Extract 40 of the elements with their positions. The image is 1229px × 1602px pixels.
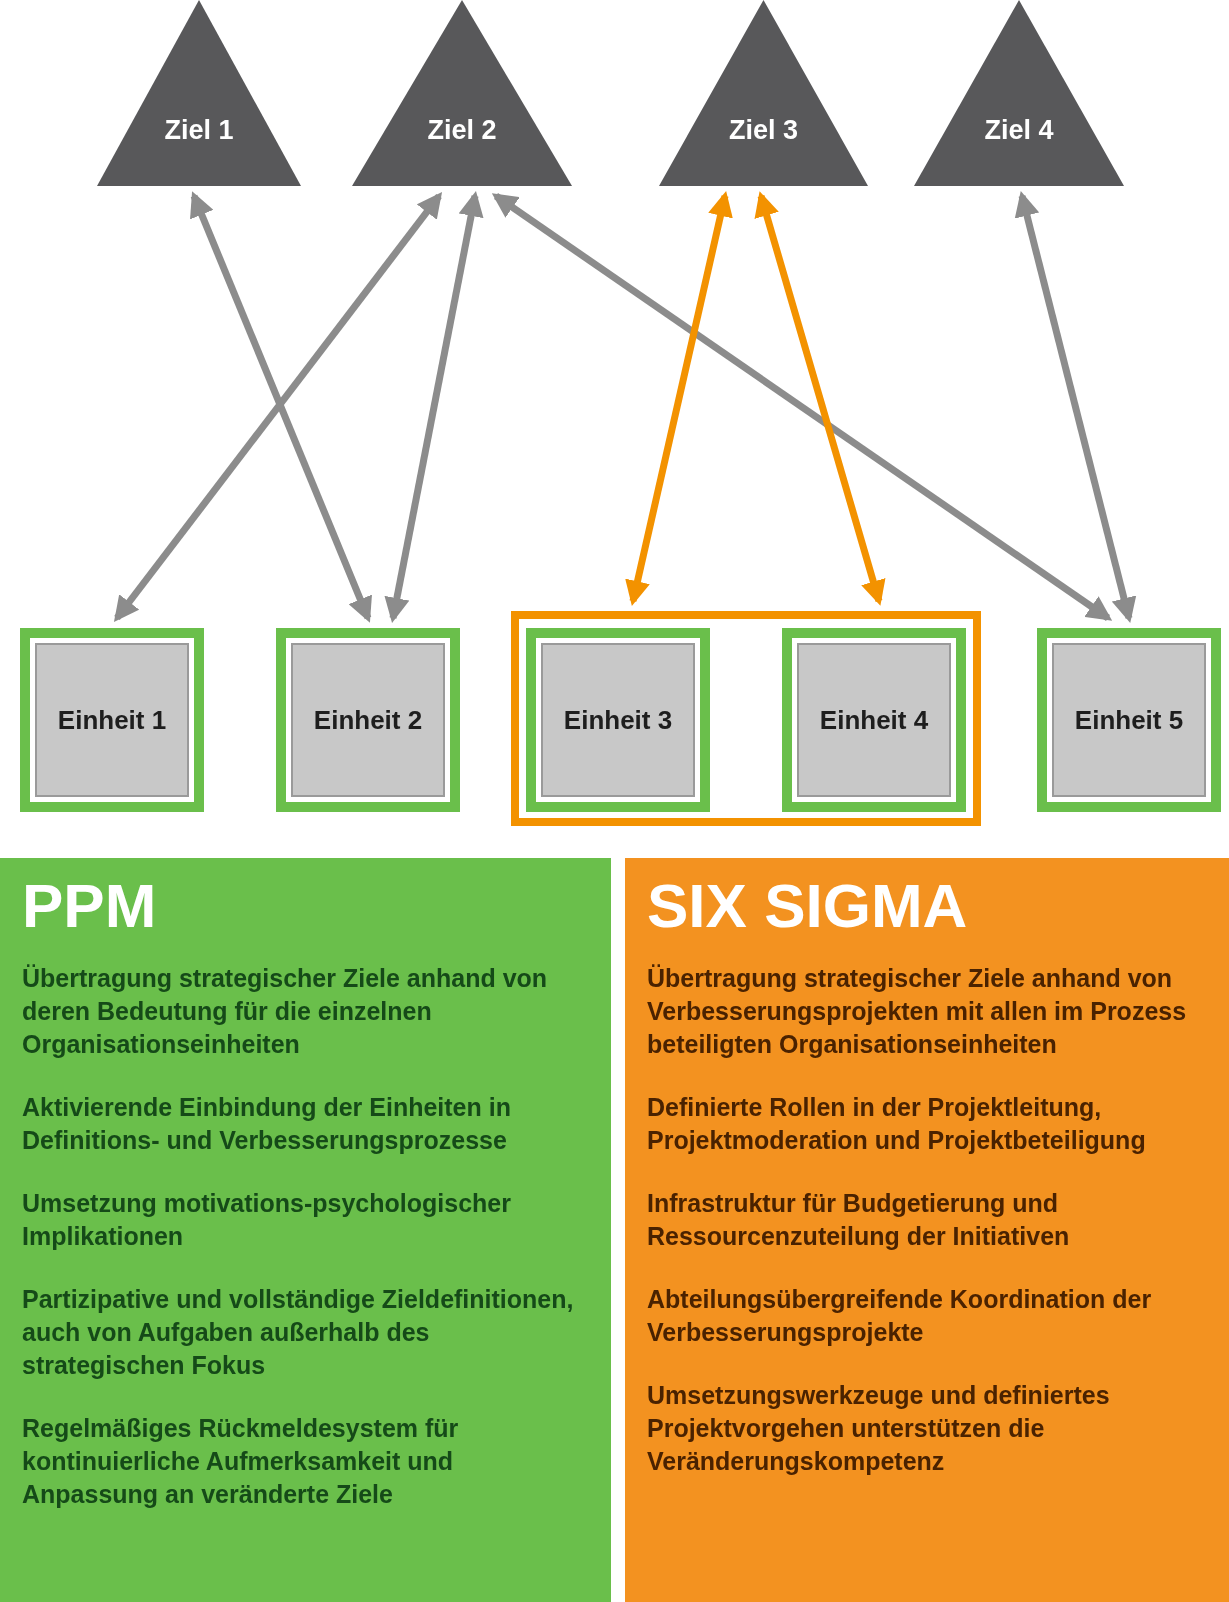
double-arrow: [491, 193, 1113, 621]
panel-text: Regelmäßiges Rückmeldesystem für kontinuierliche Aufmerksamkeit und Anpassung an veränderte Ziele: [22, 1413, 460, 1511]
goal-triangle: [352, 0, 572, 186]
double-arrow: [625, 191, 733, 606]
group-frame: [511, 611, 981, 826]
unit-box: [1037, 628, 1221, 812]
double-arrow: [754, 191, 886, 606]
unit-label: Einheit 4: [819, 704, 929, 736]
unit-label: Einheit 2: [313, 704, 423, 736]
double-arrow: [113, 192, 443, 622]
unit-box: [20, 628, 204, 812]
panel-text: Aktivierende Einbindung der Einheiten in Definitions- und Verbesserungsprozesse: [22, 1092, 512, 1157]
panel-text: Partizipative und vollständige Zieldefinitionen, auch von Aufgaben außerhalb des strategischen Fokus: [22, 1284, 575, 1382]
unit-box: [782, 628, 966, 812]
info-panel: [0, 858, 611, 1602]
double-arrow: [384, 191, 484, 623]
unit-label: Einheit 5: [1074, 704, 1184, 736]
goal-label: Ziel 1: [163, 115, 235, 146]
goal-label: Ziel 2: [426, 115, 498, 146]
unit-label: Einheit 1: [57, 704, 167, 736]
unit-box: [526, 628, 710, 812]
goal-triangle: [914, 0, 1124, 186]
panel-text: Umsetzung motivations-psychologischer Implikationen: [22, 1188, 512, 1253]
panel-text: Infrastruktur für Budgetierung und Ressourcenzuteilung der Initiativen: [647, 1188, 1071, 1253]
unit-box: [276, 628, 460, 812]
panel-heading: SIX SIGMA: [647, 872, 969, 941]
panel-text: Übertragung strategischer Ziele anhand von Verbesserungsprojekten mit allen im Prozess beteiligten Organisationseinheiten: [647, 963, 1188, 1061]
unit-label: Einheit 3: [563, 704, 673, 736]
goal-triangle: [97, 0, 301, 186]
info-panel: [625, 858, 1229, 1602]
double-arrow: [1014, 191, 1137, 623]
goal-label: Ziel 3: [728, 115, 799, 146]
panel-text: Abteilungsübergreifende Koordination der Verbesserungsprojekte: [647, 1284, 1153, 1349]
goal-triangle: [659, 0, 868, 186]
goal-label: Ziel 4: [983, 115, 1055, 146]
double-arrow: [190, 191, 372, 623]
panel-text: Übertragung strategischer Ziele anhand von deren Bedeutung für die einzelnen Organisationseinheiten: [22, 963, 549, 1061]
panel-text: Definierte Rollen in der Projektleitung, Projektmoderation und Projektbeteiligung: [647, 1092, 1147, 1157]
panel-heading: PPM: [22, 872, 158, 941]
panel-text: Umsetzungswerkzeuge und definiertes Projektvorgehen unterstützen die Veränderungskompetenz: [647, 1380, 1111, 1478]
